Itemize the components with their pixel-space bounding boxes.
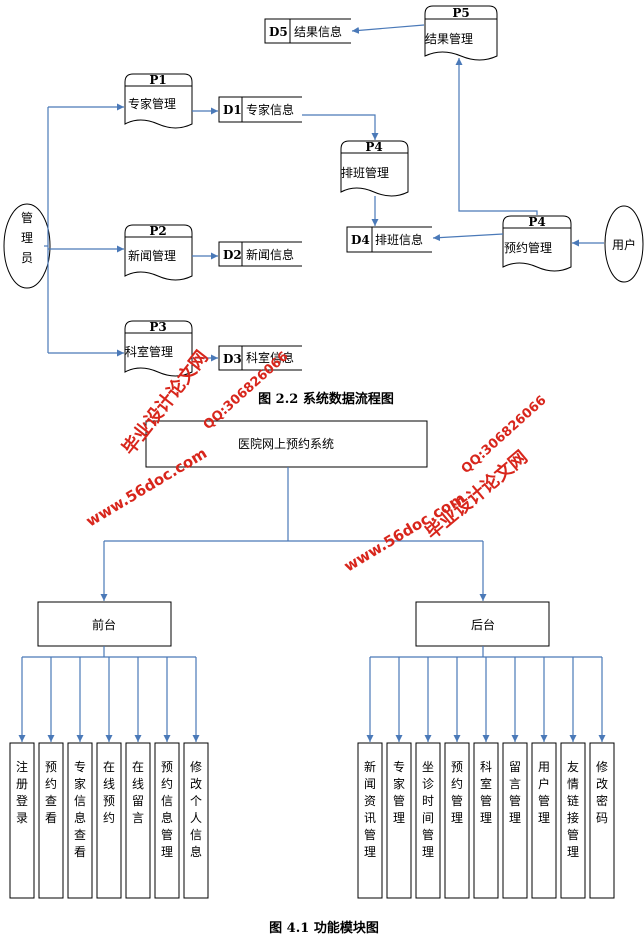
front-item-label: 注册登录 xyxy=(16,759,28,825)
store-d4: D4 排班信息 xyxy=(346,226,432,253)
module-front-label: 前台 xyxy=(92,617,116,632)
process-p3: P3 科室管理 xyxy=(124,320,193,377)
back-item-box xyxy=(386,742,412,899)
front-item-label: 预约信息管理 xyxy=(161,760,173,859)
store-d1-name: 专家信息 xyxy=(246,102,294,117)
process-p1: P1 专家管理 xyxy=(124,73,193,129)
front-item-label: 在线预约 xyxy=(103,760,115,825)
module-back-label: 后台 xyxy=(471,617,495,632)
back-item-box xyxy=(531,742,557,899)
front-item-box xyxy=(67,742,93,899)
back-module-tree: 新闻资讯管理 专家管理 坐诊时间管理 预约管理 科室管理 留言管理 用户管理 友情链接管理 修改… xyxy=(357,646,615,899)
module-caption: 图 4.1 功能模块图 xyxy=(269,920,379,936)
dfd-caption: 图 2.2 系统数据流程图 xyxy=(258,391,394,407)
back-item-box xyxy=(589,742,615,899)
store-d2-id: D2 xyxy=(223,248,242,262)
module-back xyxy=(415,601,550,647)
entity-user-label: 用户 xyxy=(612,237,636,252)
process-p4-appointment: P4 预约管理 xyxy=(502,215,572,272)
back-item-box xyxy=(502,742,528,899)
store-d3-name: 科室信息 xyxy=(246,350,294,365)
back-item-label: 坐诊时间管理 xyxy=(422,760,434,859)
process-p4-schedule-id: P4 xyxy=(365,140,382,154)
front-item-box xyxy=(183,742,209,899)
front-item-box xyxy=(96,742,122,899)
front-item-label: 在线留言 xyxy=(132,760,144,825)
process-p3-name: 科室管理 xyxy=(125,344,173,359)
module-root-label: 医院网上预约系统 xyxy=(238,436,334,451)
back-item-box xyxy=(415,742,441,899)
back-item-box xyxy=(473,742,499,899)
process-p3-id: P3 xyxy=(149,320,166,334)
back-item-label: 新闻资讯管理 xyxy=(364,759,376,859)
process-p2: P2 新闻管理 xyxy=(124,224,193,281)
store-d4-id: D4 xyxy=(351,233,370,247)
back-item-label: 留言管理 xyxy=(509,760,521,825)
front-item-box xyxy=(38,742,64,899)
entity-user: 用户 xyxy=(604,205,644,283)
flow-arrows xyxy=(44,24,604,362)
front-item-label: 专家信息查看 xyxy=(74,759,86,859)
process-p4-appointment-id: P4 xyxy=(528,215,545,229)
front-item-label: 预约查看 xyxy=(45,760,57,825)
store-d2: D2 新闻信息 xyxy=(218,241,302,267)
process-p4-schedule-name: 排班管理 xyxy=(341,165,389,180)
process-p5-id: P5 xyxy=(452,6,469,20)
data-flow-diagram: 管理员 用户 P1 专家管理 P2 新闻管理 P3 科室管理 xyxy=(3,5,644,407)
back-item-box xyxy=(444,742,470,899)
front-item-box xyxy=(154,742,180,899)
store-d2-name: 新闻信息 xyxy=(246,247,294,262)
store-d1-id: D1 xyxy=(223,103,242,117)
back-item-label: 修改密码 xyxy=(596,759,608,825)
store-d4-name: 排班信息 xyxy=(375,232,423,247)
store-d1: D1 专家信息 xyxy=(218,96,302,123)
store-d5-id: D5 xyxy=(269,25,288,39)
process-p1-name: 专家管理 xyxy=(128,96,176,111)
entity-admin-label: 管理员 xyxy=(21,210,33,265)
back-item-box xyxy=(560,742,586,899)
process-p2-id: P2 xyxy=(149,224,166,238)
back-item-label: 预约管理 xyxy=(451,760,463,825)
back-item-box xyxy=(357,742,383,899)
front-item-box xyxy=(125,742,151,899)
back-item-label: 专家管理 xyxy=(393,759,405,825)
entity-admin: 管理员 xyxy=(3,203,51,289)
store-d3: D3 科室信息 xyxy=(218,345,302,371)
module-front xyxy=(37,601,172,647)
store-d5: D5 结果信息 xyxy=(264,18,351,44)
front-item-label: 修改个人信息 xyxy=(190,759,202,859)
back-item-label: 科室管理 xyxy=(480,760,492,825)
process-p1-id: P1 xyxy=(149,73,166,87)
process-p2-name: 新闻管理 xyxy=(128,248,176,263)
front-module-tree: 注册登录 预约查看 专家信息查看 在线预约 在线留言 预约信息管理 修改个人信息 xyxy=(9,646,209,899)
module-root xyxy=(145,420,428,468)
back-item-label: 友情链接管理 xyxy=(567,760,579,859)
process-p5: P5 结果管理 xyxy=(424,5,498,61)
store-d3-id: D3 xyxy=(223,352,242,366)
store-d5-name: 结果信息 xyxy=(294,24,342,39)
function-module-diagram: 医院网上预约系统 前台 后台 注册登录 预约查看 专家信息查看 在线预约 在线留言 预约信… xyxy=(9,420,615,936)
process-p4-schedule: P4 排班管理 xyxy=(340,140,409,197)
process-p5-name: 结果管理 xyxy=(425,31,473,46)
back-item-label: 用户管理 xyxy=(538,760,550,825)
process-p4-appointment-name: 预约管理 xyxy=(504,240,552,255)
front-item-box xyxy=(9,742,35,899)
